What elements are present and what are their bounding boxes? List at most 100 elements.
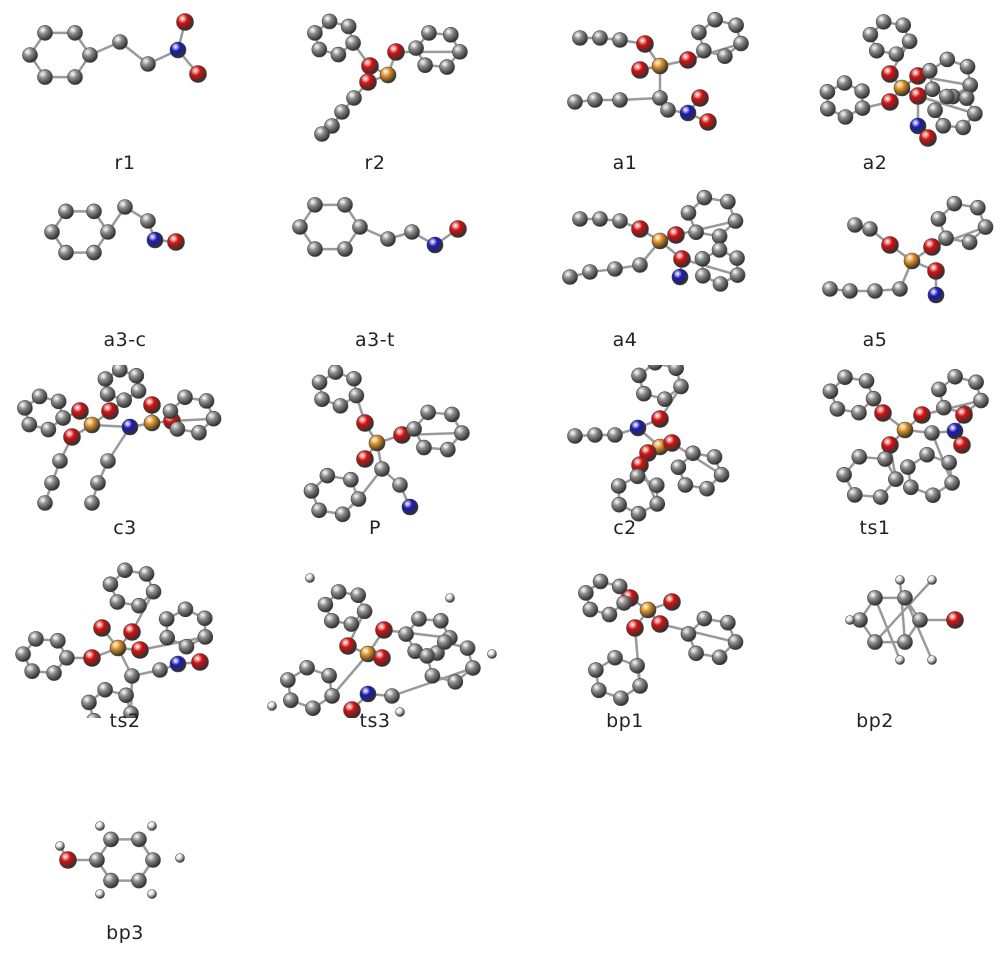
atom bbox=[610, 478, 627, 494]
atom bbox=[71, 402, 89, 420]
bond bbox=[633, 627, 642, 687]
atom bbox=[169, 421, 186, 437]
atom bbox=[867, 590, 883, 606]
atom bbox=[651, 615, 669, 633]
structure-cell: a4 bbox=[500, 177, 750, 370]
atom bbox=[946, 611, 964, 629]
molecule-model bbox=[567, 11, 749, 131]
atom bbox=[611, 496, 628, 513]
atom bbox=[82, 47, 98, 63]
structure-label: c3 bbox=[113, 517, 137, 539]
atom bbox=[84, 495, 100, 511]
atom bbox=[591, 682, 607, 699]
atom bbox=[967, 105, 983, 122]
atom bbox=[663, 434, 681, 452]
structure-cell: r2 bbox=[250, 0, 500, 193]
atom bbox=[44, 224, 60, 240]
atom bbox=[337, 241, 353, 257]
atom bbox=[359, 73, 377, 91]
atom bbox=[717, 48, 733, 65]
atom bbox=[339, 637, 357, 655]
atom bbox=[691, 89, 709, 107]
molecule-model bbox=[845, 575, 964, 665]
atom bbox=[847, 217, 863, 233]
bond bbox=[903, 597, 934, 661]
atom bbox=[688, 224, 704, 241]
atom bbox=[903, 252, 921, 270]
atom bbox=[352, 219, 368, 235]
atom bbox=[17, 400, 33, 416]
atom bbox=[145, 852, 161, 868]
atom bbox=[607, 649, 623, 666]
bond bbox=[383, 628, 451, 640]
atom bbox=[733, 35, 749, 52]
atom bbox=[330, 46, 347, 63]
atom bbox=[191, 653, 209, 671]
atom bbox=[176, 13, 194, 31]
atom bbox=[612, 213, 628, 229]
atom bbox=[343, 471, 359, 488]
atom bbox=[679, 51, 697, 69]
atom bbox=[881, 436, 899, 454]
atom bbox=[616, 595, 632, 611]
atom bbox=[97, 371, 114, 387]
structure-cell: bp3 bbox=[0, 770, 250, 963]
atom bbox=[321, 13, 338, 30]
atom bbox=[426, 236, 444, 254]
structure-label: ts1 bbox=[859, 517, 891, 539]
atom bbox=[897, 590, 913, 606]
atom bbox=[612, 32, 628, 48]
atom bbox=[406, 421, 422, 437]
atom bbox=[872, 489, 889, 505]
atom bbox=[836, 466, 852, 483]
structure-label: ts2 bbox=[109, 710, 141, 732]
atom bbox=[177, 601, 194, 618]
atom bbox=[691, 24, 707, 41]
atom bbox=[927, 102, 943, 119]
atom bbox=[305, 573, 315, 583]
atom bbox=[348, 387, 365, 404]
atom bbox=[711, 242, 728, 258]
atom bbox=[59, 851, 77, 869]
atom bbox=[374, 461, 390, 477]
atom bbox=[867, 283, 883, 299]
atom bbox=[44, 475, 60, 491]
atom bbox=[327, 365, 344, 380]
atom bbox=[862, 221, 878, 237]
atom bbox=[459, 640, 476, 656]
atom bbox=[162, 403, 179, 420]
atom bbox=[146, 231, 164, 249]
structure-cell: bp2 bbox=[750, 558, 1000, 751]
atom bbox=[727, 213, 744, 229]
atom bbox=[408, 40, 424, 56]
atom bbox=[123, 623, 141, 641]
atom bbox=[111, 365, 128, 378]
atom bbox=[317, 596, 334, 613]
atom bbox=[118, 687, 134, 704]
molecule-model bbox=[578, 573, 744, 707]
atom bbox=[121, 418, 139, 436]
structure-cell: r1 bbox=[0, 0, 250, 193]
atom bbox=[607, 427, 623, 443]
atom bbox=[177, 389, 193, 406]
atom bbox=[436, 634, 453, 650]
atom bbox=[670, 459, 687, 476]
atom bbox=[939, 51, 956, 68]
atom bbox=[340, 18, 357, 35]
atom bbox=[175, 853, 185, 863]
atom bbox=[31, 388, 48, 405]
bond bbox=[874, 579, 933, 643]
atom bbox=[191, 424, 207, 441]
molecule-model bbox=[15, 562, 214, 718]
structure-cell: c3 bbox=[0, 365, 250, 558]
atom bbox=[159, 629, 176, 646]
atom bbox=[321, 667, 337, 684]
atom bbox=[895, 575, 905, 585]
atom bbox=[205, 410, 222, 427]
molecule-model bbox=[303, 365, 470, 523]
atom bbox=[845, 615, 855, 625]
bond bbox=[675, 219, 736, 237]
atom bbox=[89, 852, 105, 868]
atom bbox=[124, 668, 140, 684]
atom bbox=[83, 649, 101, 667]
